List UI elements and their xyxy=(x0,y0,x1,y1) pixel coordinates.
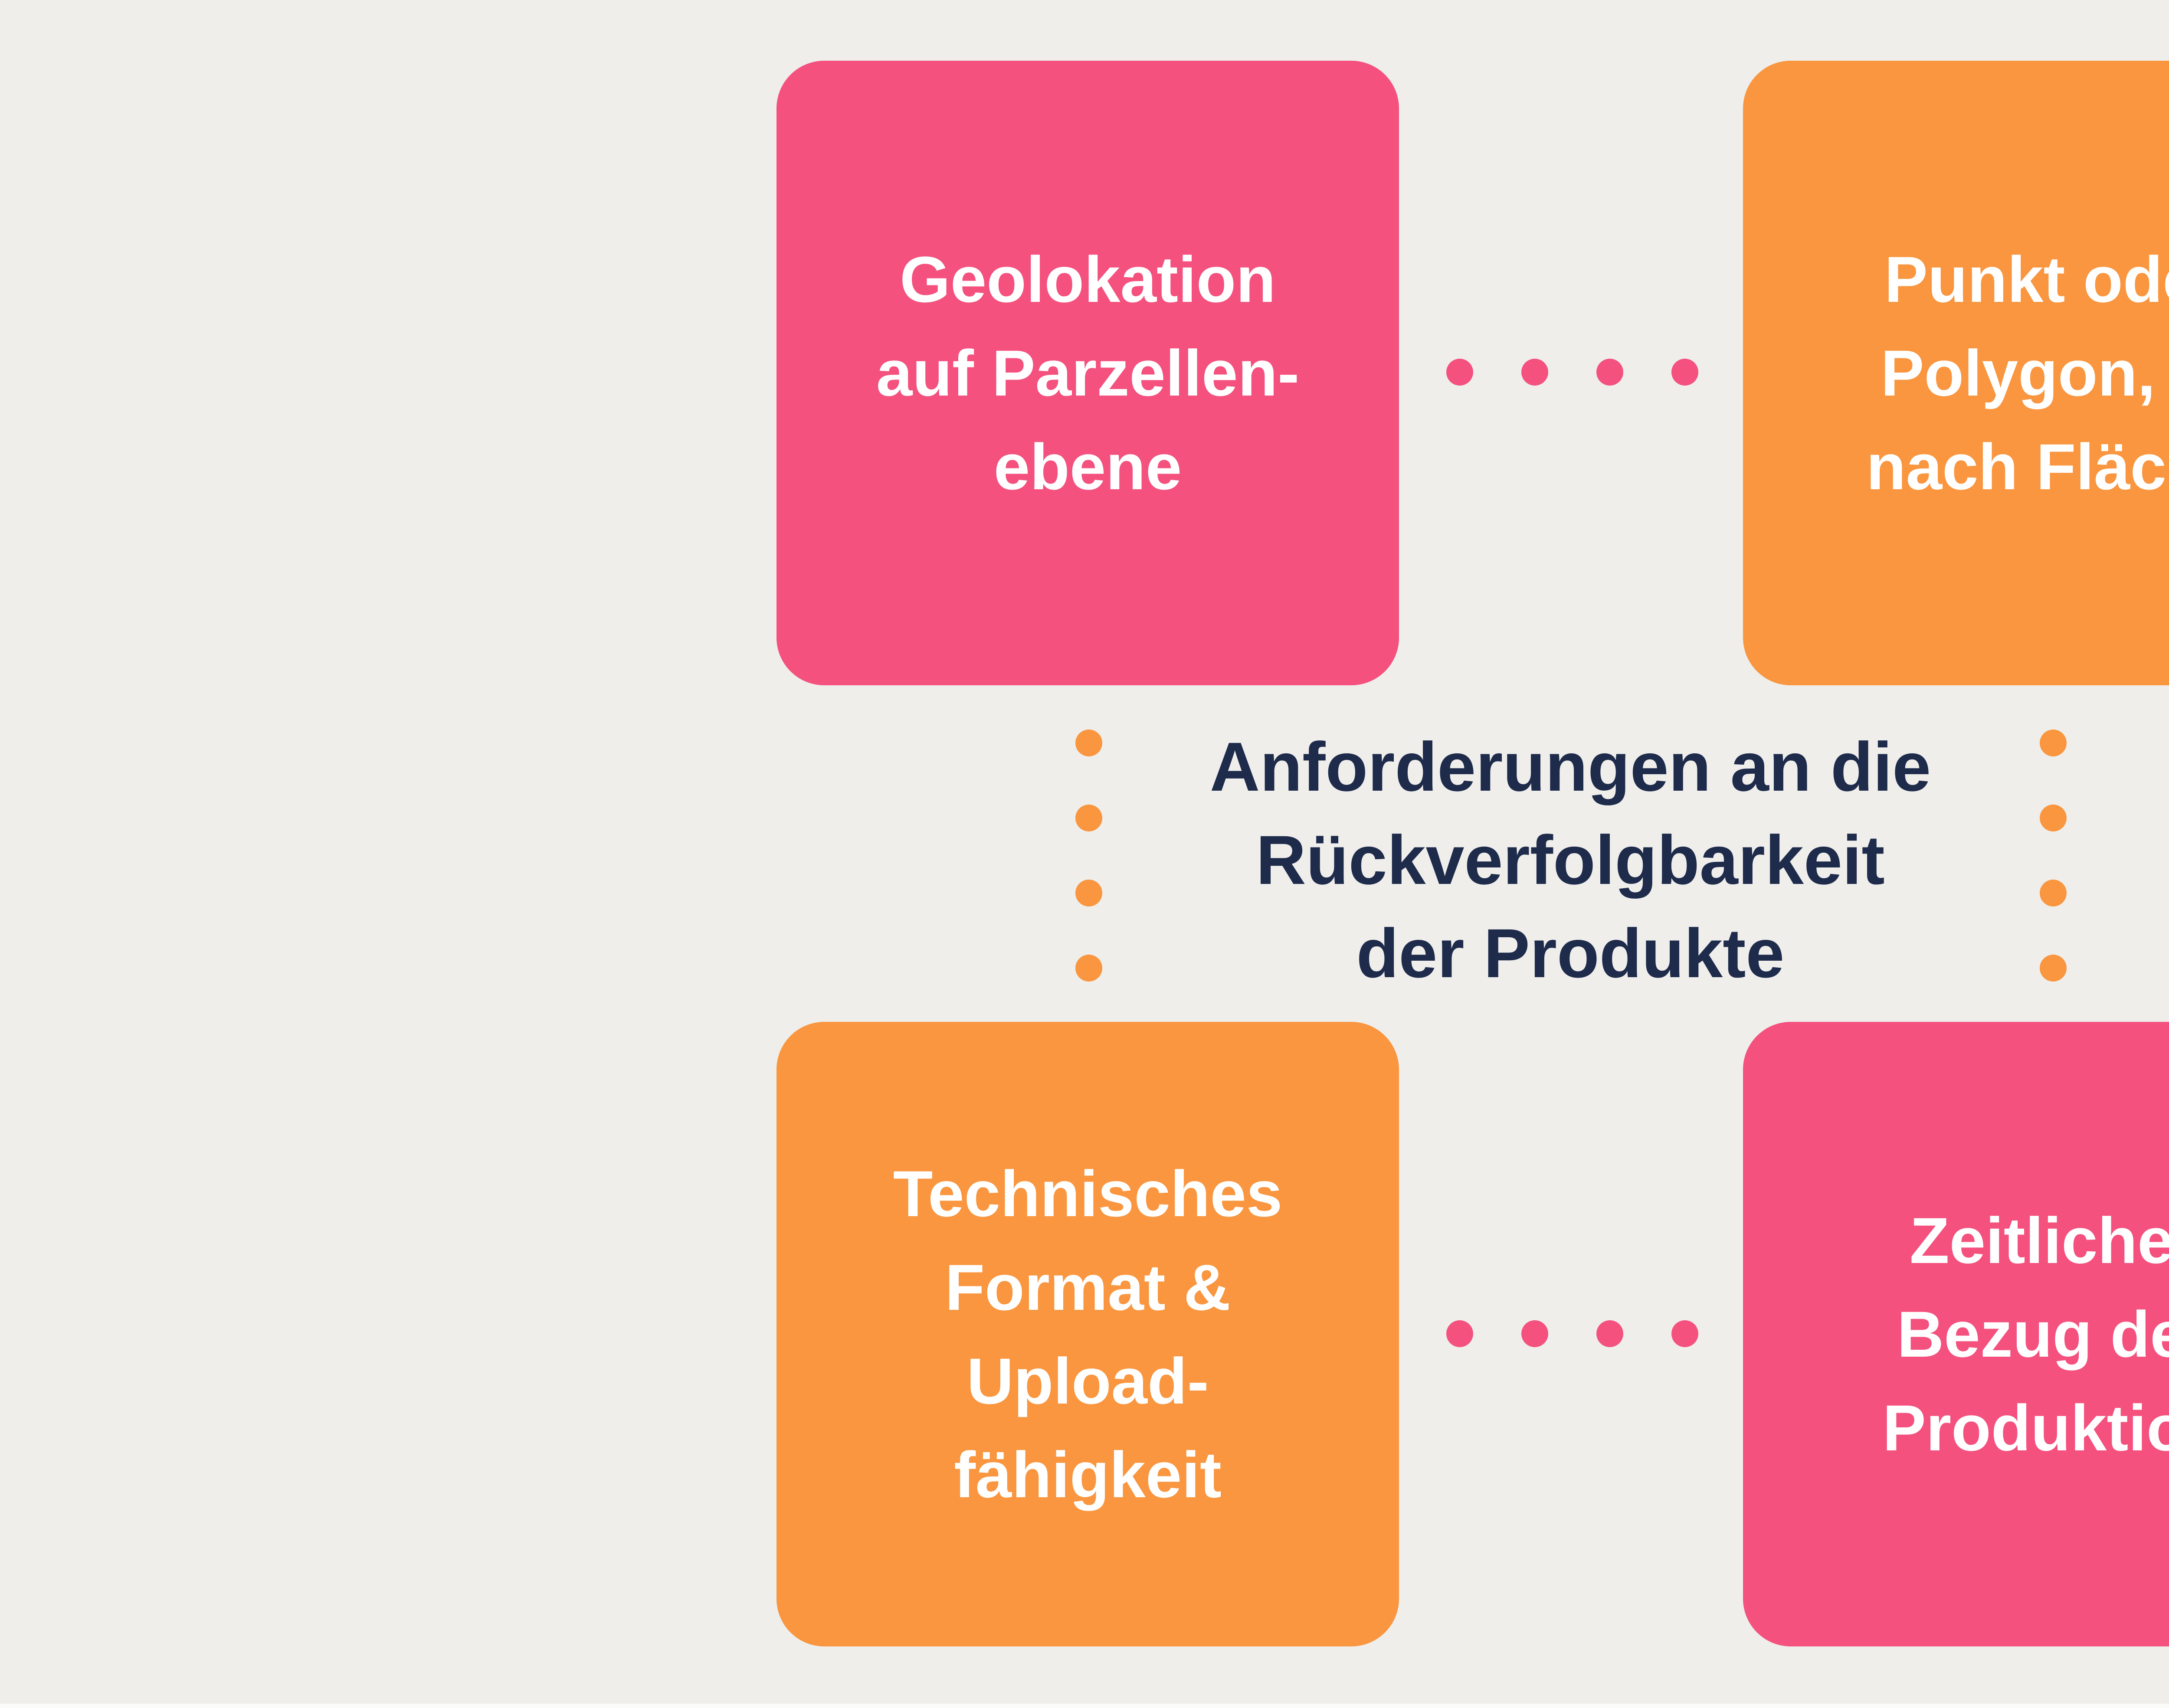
center-title-line: Anforderungen an die xyxy=(1209,728,1931,805)
orange-dot xyxy=(2040,955,2067,982)
center-title-line: der Produkte xyxy=(1356,914,1785,992)
orange-dot xyxy=(1075,955,1102,982)
dotted-connector-left xyxy=(1075,730,1102,982)
card-text-line: Format & xyxy=(945,1251,1231,1324)
card-text-line: Technisches xyxy=(893,1157,1283,1230)
pink-dot xyxy=(1446,1320,1473,1347)
card-zeitlicher-bezug: Zeitlicher Bezug der Produktion xyxy=(1743,1022,2169,1646)
card-text-line: Zeitlicher xyxy=(1910,1204,2169,1277)
center-title-line: Rückverfolgbarkeit xyxy=(1256,821,1885,899)
dotted-connector-right xyxy=(2040,730,2067,982)
card-text-line: nach Fläche xyxy=(1866,430,2169,503)
pink-dot xyxy=(1521,359,1548,386)
bottom-edge-strip xyxy=(0,1704,2169,1708)
card-text-line: Polygon, je xyxy=(1881,337,2169,409)
orange-dot xyxy=(1075,880,1102,906)
pink-dot xyxy=(1521,1320,1548,1347)
card-technisches-format: Technisches Format & Upload- fähigkeit xyxy=(777,1022,1399,1646)
dotted-connector-top xyxy=(1446,359,1698,386)
center-title: Anforderungen an die Rückverfolgbarkeit … xyxy=(1137,720,2004,1000)
pink-dot xyxy=(1446,359,1473,386)
pink-dot xyxy=(1671,359,1698,386)
card-text-line: auf Parzellen- xyxy=(876,337,1300,409)
orange-dot xyxy=(1075,805,1102,831)
card-text-line: Geolokation xyxy=(900,243,1276,316)
orange-dot xyxy=(2040,805,2067,831)
card-text-line: ebene xyxy=(993,430,1182,503)
orange-dot xyxy=(2040,730,2067,756)
card-text-line: Produktion xyxy=(1882,1391,2169,1464)
card-geolokation: Geolokation auf Parzellen- ebene xyxy=(777,61,1399,685)
card-text-line: Bezug der xyxy=(1897,1298,2169,1371)
pink-dot xyxy=(1671,1320,1698,1347)
orange-dot xyxy=(1075,730,1102,756)
pink-dot xyxy=(1596,359,1623,386)
orange-dot xyxy=(2040,880,2067,906)
card-text-line: fähigkeit xyxy=(954,1438,1222,1511)
dotted-connector-bottom xyxy=(1446,1320,1698,1347)
card-text-line: Punkt oder xyxy=(1884,243,2169,316)
card-punkt-polygon: Punkt oder Polygon, je nach Fläche xyxy=(1743,61,2169,685)
card-text-line: Upload- xyxy=(967,1345,1209,1417)
pink-dot xyxy=(1596,1320,1623,1347)
